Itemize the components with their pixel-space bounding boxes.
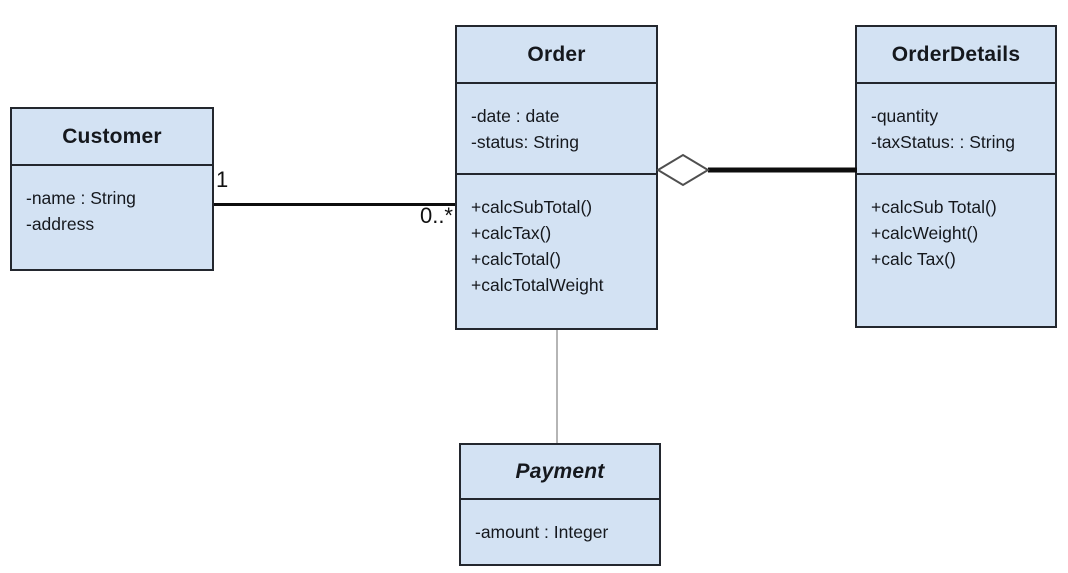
aggregation-diamond-icon (656, 153, 710, 187)
class-title-customer: Customer (12, 109, 212, 166)
method: +calcWeight() (871, 223, 979, 243)
class-box-payment: Payment -amount : Integer (459, 443, 661, 566)
order-attributes: -date : date -status: String (457, 84, 656, 175)
payment-attributes: -amount : Integer (461, 500, 659, 545)
order-methods: +calcSubTotal() +calcTax() +calcTotal() … (457, 175, 656, 298)
method: +calcTotalWeight (471, 275, 604, 295)
class-box-orderdetails: OrderDetails -quantity -taxStatus: : Str… (855, 25, 1057, 328)
attribute: -quantity (871, 106, 939, 126)
aggregation-connector-order-orderdetails (656, 153, 857, 187)
customer-attributes: -name : String -address (12, 166, 212, 237)
attribute: -name : String (26, 188, 136, 208)
class-box-customer: Customer -name : String -address (10, 107, 214, 271)
multiplicity-label-customer-end: 1 (216, 167, 229, 192)
method: +calcTax() (471, 223, 552, 243)
class-title-payment: Payment (461, 445, 659, 500)
attribute: -status: String (471, 132, 579, 152)
orderdetails-attributes: -quantity -taxStatus: : String (857, 84, 1055, 175)
attribute: -taxStatus: : String (871, 132, 1015, 152)
method: +calcTotal() (471, 249, 561, 269)
class-title-orderdetails: OrderDetails (857, 27, 1055, 84)
association-line-order-payment (556, 330, 558, 443)
multiplicity-label-order-end: 0..* (419, 203, 453, 228)
class-box-order: Order -date : date -status: String +calc… (455, 25, 658, 330)
attribute: -amount : Integer (475, 522, 609, 542)
attribute: -address (26, 214, 95, 234)
attribute: -date : date (471, 106, 560, 126)
association-line-customer-order (214, 203, 455, 206)
method: +calcSubTotal() (471, 197, 593, 217)
class-title-order: Order (457, 27, 656, 84)
orderdetails-methods: +calcSub Total() +calcWeight() +calc Tax… (857, 175, 1055, 272)
method: +calcSub Total() (871, 197, 997, 217)
method: +calc Tax() (871, 249, 956, 269)
